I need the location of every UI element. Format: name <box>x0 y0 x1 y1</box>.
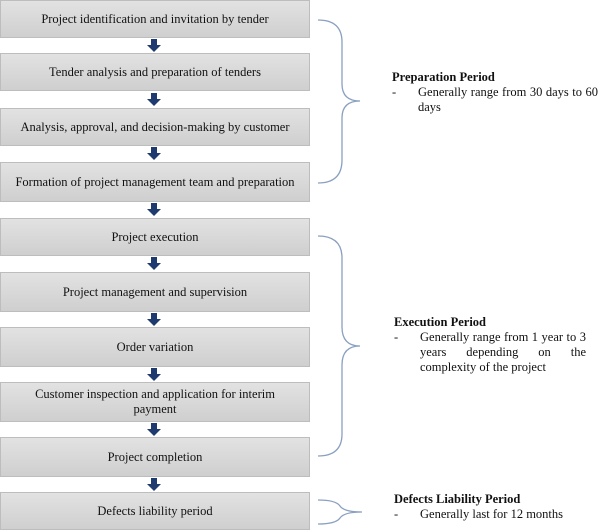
down-arrow-icon <box>147 257 161 270</box>
step-2: Tender analysis and preparation of tende… <box>0 53 310 91</box>
down-arrow-icon <box>147 478 161 491</box>
preparation-period-note: - Generally range from 30 days to 60 day… <box>392 85 598 114</box>
down-arrow-icon <box>147 423 161 436</box>
execution-brace <box>317 235 361 457</box>
step-7: Order variation <box>0 327 310 367</box>
step-1: Project identification and invitation by… <box>0 0 310 38</box>
defects-period-note: - Generally last for 12 months <box>394 507 564 521</box>
defects-brace <box>317 499 363 525</box>
step-4: Formation of project management team and… <box>0 162 310 202</box>
preparation-brace <box>317 19 361 184</box>
step-6: Project management and supervision <box>0 272 310 312</box>
step-10: Defects liability period <box>0 492 310 530</box>
down-arrow-icon <box>147 39 161 52</box>
preparation-period-title: Preparation Period <box>392 70 495 84</box>
execution-period-note: - Generally range from 1 year to 3 years… <box>394 330 586 374</box>
down-arrow-icon <box>147 368 161 381</box>
down-arrow-icon <box>147 203 161 216</box>
step-3: Analysis, approval, and decision-making … <box>0 108 310 146</box>
down-arrow-icon <box>147 147 161 160</box>
execution-period-title: Execution Period <box>394 315 487 329</box>
step-5: Project execution <box>0 218 310 256</box>
step-8: Customer inspection and application for … <box>0 382 310 422</box>
defects-period-title: Defects Liability Period <box>394 492 521 506</box>
down-arrow-icon <box>147 93 161 106</box>
down-arrow-icon <box>147 313 161 326</box>
step-9: Project completion <box>0 437 310 477</box>
